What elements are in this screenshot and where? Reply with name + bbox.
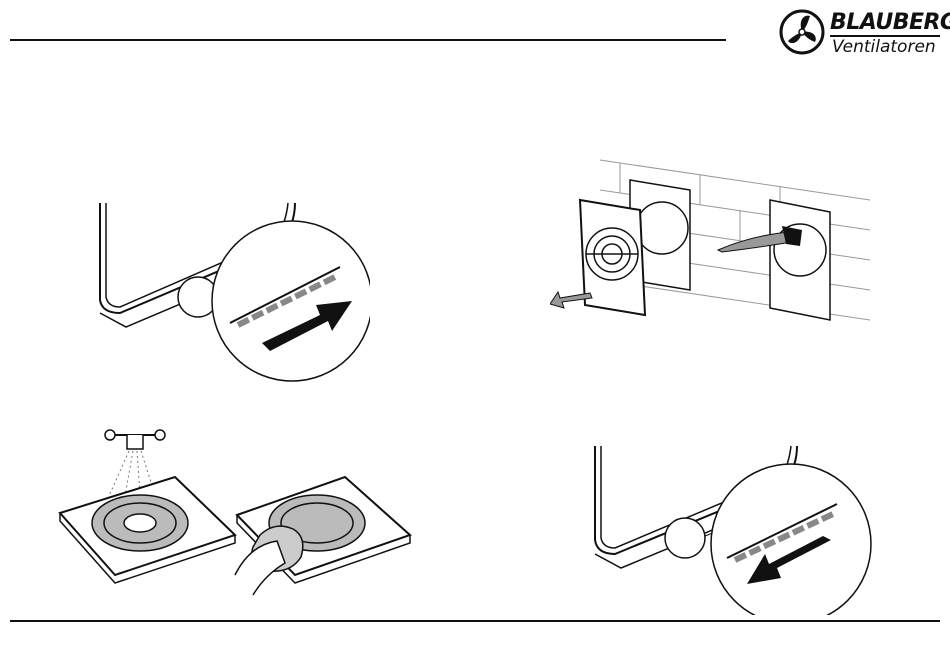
- figure-clean-fan: [550, 150, 880, 335]
- header-rule: [10, 39, 726, 41]
- zoom-circle: [711, 464, 871, 615]
- footer-rule: [10, 620, 940, 622]
- figure-insert-filter: [90, 195, 370, 385]
- fan-logo-icon: [778, 8, 826, 56]
- figure-remove-filter: [585, 440, 885, 615]
- brand-subtitle: Ventilatoren: [832, 37, 936, 57]
- brand-name: BLAUBERG: [830, 10, 950, 35]
- brand-logo: BLAUBERG Ventilatoren: [778, 8, 942, 60]
- figure-wash-filter: [55, 425, 425, 600]
